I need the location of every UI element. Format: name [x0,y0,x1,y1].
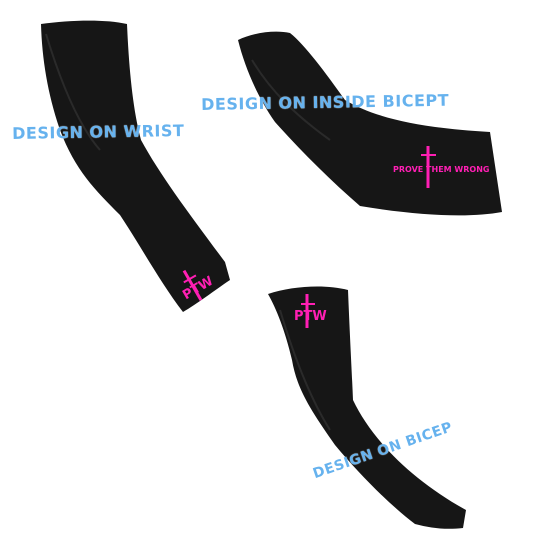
inside-bicep-logo: PROVE THEM WRONG [393,146,489,188]
sleeve-bicep [268,286,466,529]
sleeve-inside-bicep [238,31,502,216]
callout-design-on-wrist: DESIGN ON WRIST [12,120,185,143]
sleeve-wrist [41,20,230,312]
bicep-ptw-logo: PTW [294,294,327,328]
prove-them-wrong-text: PROVE THEM WRONG [393,165,489,174]
bicep-monogram: PTW [294,309,327,324]
